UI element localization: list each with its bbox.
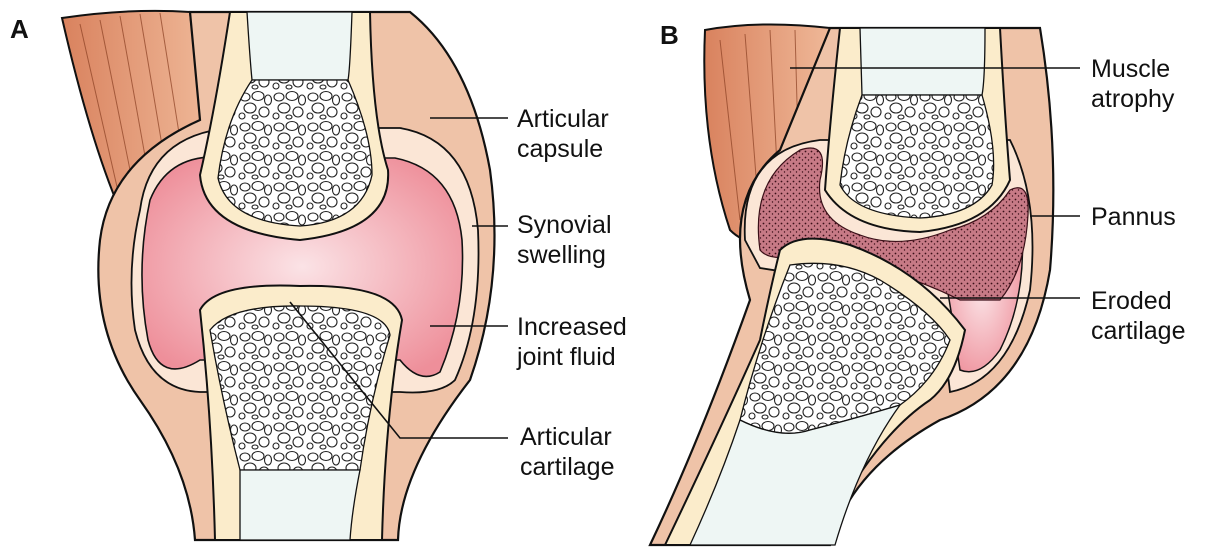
upper-trabecular-a [217, 79, 373, 227]
label-line: Increased [517, 313, 627, 341]
lower-marrow-b [688, 403, 902, 546]
label-eroded-cartilage: Eroded cartilage [1091, 286, 1186, 346]
label-line: Articular [517, 105, 609, 133]
label-line: capsule [517, 135, 604, 163]
label-line: Muscle [1091, 55, 1171, 83]
panel-a-letter: A [10, 14, 29, 44]
upper-marrow-b [859, 27, 986, 96]
label-synovial-swelling: Synovial swelling [517, 210, 612, 270]
leader-lines-a [289, 117, 508, 439]
label-line: Pannus [1091, 203, 1176, 231]
label-line: atrophy [1091, 85, 1175, 113]
lower-trabecular-a [209, 305, 391, 471]
label-articular-capsule: Articular capsule [517, 104, 609, 164]
leader-lines-b [790, 67, 1080, 299]
label-line: cartilage [1091, 317, 1186, 345]
label-line: joint fluid [517, 343, 616, 371]
label-line: Articular [520, 423, 612, 451]
panel-b-joint [648, 23, 1055, 547]
panel-a-joint [60, 9, 496, 542]
label-line: swelling [517, 241, 606, 269]
label-line: cartilage [520, 453, 615, 481]
label-line: Synovial [517, 211, 612, 239]
upper-marrow-a [246, 11, 353, 81]
lower-marrow-a [239, 469, 361, 541]
label-increased-joint-fluid: Increased joint fluid [517, 312, 627, 372]
label-pannus: Pannus [1091, 202, 1176, 232]
label-muscle-atrophy: Muscle atrophy [1091, 54, 1174, 114]
label-articular-cartilage: Articular cartilage [520, 422, 615, 482]
upper-trabecular-b [839, 94, 995, 219]
panel-b-letter: B [660, 20, 679, 50]
label-line: Eroded [1091, 287, 1172, 315]
